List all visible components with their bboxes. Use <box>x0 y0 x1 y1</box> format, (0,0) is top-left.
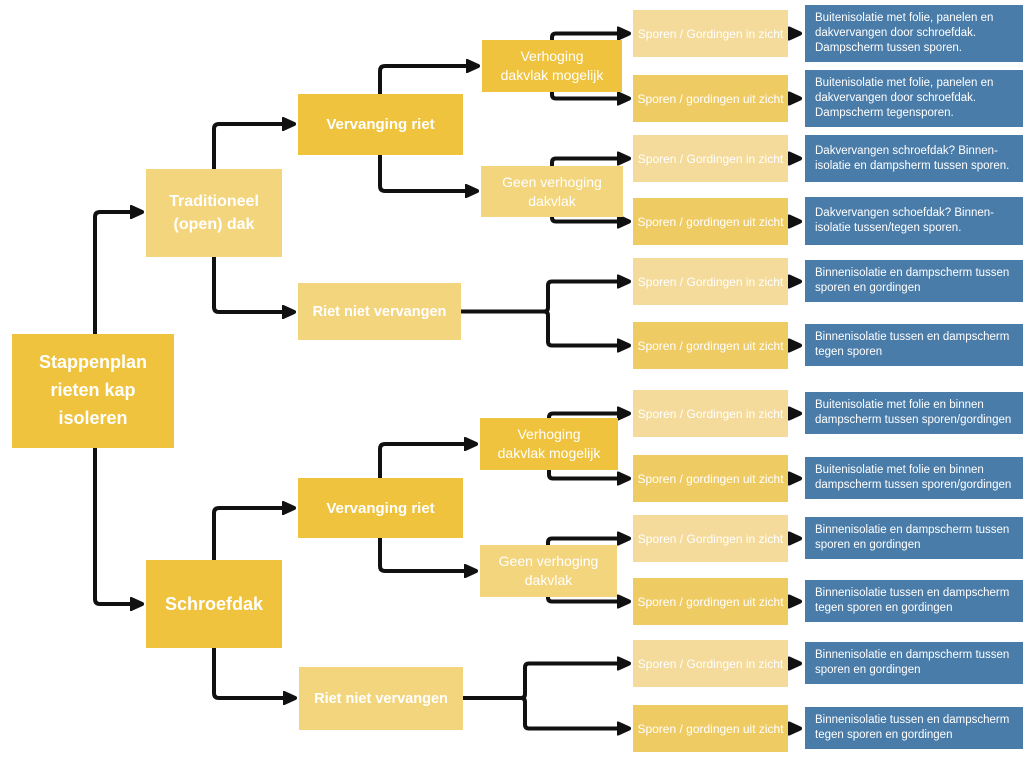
result-box-11: Binnenisolatie en dampscherm tussen spor… <box>805 642 1023 684</box>
condition-box-5: Sporen / Gordingen in zicht <box>633 258 788 305</box>
result-box-4: Dakvervangen schoefdak? Binnen-isolatie … <box>805 197 1023 245</box>
node-verhoging-dakvlak-bottom: Verhoging dakvlak mogelijk <box>480 418 618 470</box>
condition-box-10: Sporen / gordingen uit zicht <box>633 578 788 625</box>
node-root: Stappenplan rieten kap isoleren <box>12 334 174 448</box>
condition-box-6: Sporen / gordingen uit zicht <box>633 322 788 369</box>
result-box-7: Buitenisolatie met folie en binnen damps… <box>805 392 1023 434</box>
result-box-9: Binnenisolatie en dampscherm tussen spor… <box>805 517 1023 559</box>
result-box-5: Binnenisolatie en dampscherm tussen spor… <box>805 260 1023 302</box>
connector-verh2-row8 <box>547 470 628 479</box>
node-traditioneel-dak: Traditioneel (open) dak <box>146 169 282 257</box>
node-geen-verhoging-top: Geen verhoging dakvlak <box>481 166 623 217</box>
connector-geen1-row4 <box>550 217 628 222</box>
node-geen-verhoging-bottom: Geen verhoging dakvlak <box>480 545 617 597</box>
result-box-6: Binnenisolatie tussen en dampscherm tege… <box>805 324 1023 366</box>
node-verhoging-dakvlak-top: Verhoging dakvlak mogelijk <box>482 40 622 92</box>
connector-rietniet1-row5 <box>461 282 628 314</box>
node-schroefdak: Schroefdak <box>146 560 282 648</box>
connector-trad-vervanging <box>212 124 293 169</box>
connector-rietniet2-row12 <box>463 696 628 729</box>
connector-verv2-geen <box>378 538 475 571</box>
condition-box-9: Sporen / Gordingen in zicht <box>633 515 788 562</box>
connector-geen2-row9 <box>546 539 628 546</box>
condition-box-12: Sporen / gordingen uit zicht <box>633 705 788 752</box>
connector-root-schroefdak <box>93 448 141 604</box>
node-vervanging-riet-top: Vervanging riet <box>298 94 463 155</box>
connector-schroef-rietniet <box>212 648 294 698</box>
condition-box-1: Sporen / Gordingen in zicht <box>633 10 788 57</box>
result-box-10: Binnenisolatie tussen en dampscherm tege… <box>805 580 1023 622</box>
result-box-3: Dakvervangen schroefdak? Binnen-isolatie… <box>805 135 1023 182</box>
connector-verv1-geen <box>378 155 476 191</box>
result-box-2: Buitenisolatie met folie, panelen en dak… <box>805 70 1023 127</box>
result-box-8: Buitenisolatie met folie en binnen damps… <box>805 457 1023 499</box>
node-riet-niet-vervangen-top: Riet niet vervangen <box>298 283 461 340</box>
node-riet-niet-vervangen-bottom: Riet niet vervangen <box>299 667 463 730</box>
connector-schroef-vervanging <box>212 508 293 560</box>
connector-rietniet1-row6 <box>461 309 628 346</box>
condition-box-2: Sporen / gordingen uit zicht <box>633 75 788 122</box>
condition-box-7: Sporen / Gordingen in zicht <box>633 390 788 437</box>
condition-box-4: Sporen / gordingen uit zicht <box>633 198 788 245</box>
condition-box-3: Sporen / Gordingen in zicht <box>633 135 788 182</box>
connector-verv2-verhoging <box>378 444 475 478</box>
result-box-12: Binnenisolatie tussen en dampscherm tege… <box>805 707 1023 749</box>
node-vervanging-riet-bottom: Vervanging riet <box>298 478 463 538</box>
connector-verh2-row7 <box>547 414 628 419</box>
connector-trad-rietniet <box>212 257 293 312</box>
condition-box-8: Sporen / gordingen uit zicht <box>633 455 788 502</box>
connector-geen1-row3 <box>550 159 628 166</box>
condition-box-11: Sporen / Gordingen in zicht <box>633 640 788 687</box>
connector-rietniet2-row11 <box>463 664 628 700</box>
result-box-1: Buitenisolatie met folie, panelen en dak… <box>805 5 1023 62</box>
connector-root-traditioneel <box>93 212 141 334</box>
connector-geen2-row10 <box>546 597 628 602</box>
connector-verh1-row1 <box>550 34 628 41</box>
connector-verh1-row2 <box>550 92 628 99</box>
connector-verv1-verhoging <box>378 66 477 94</box>
